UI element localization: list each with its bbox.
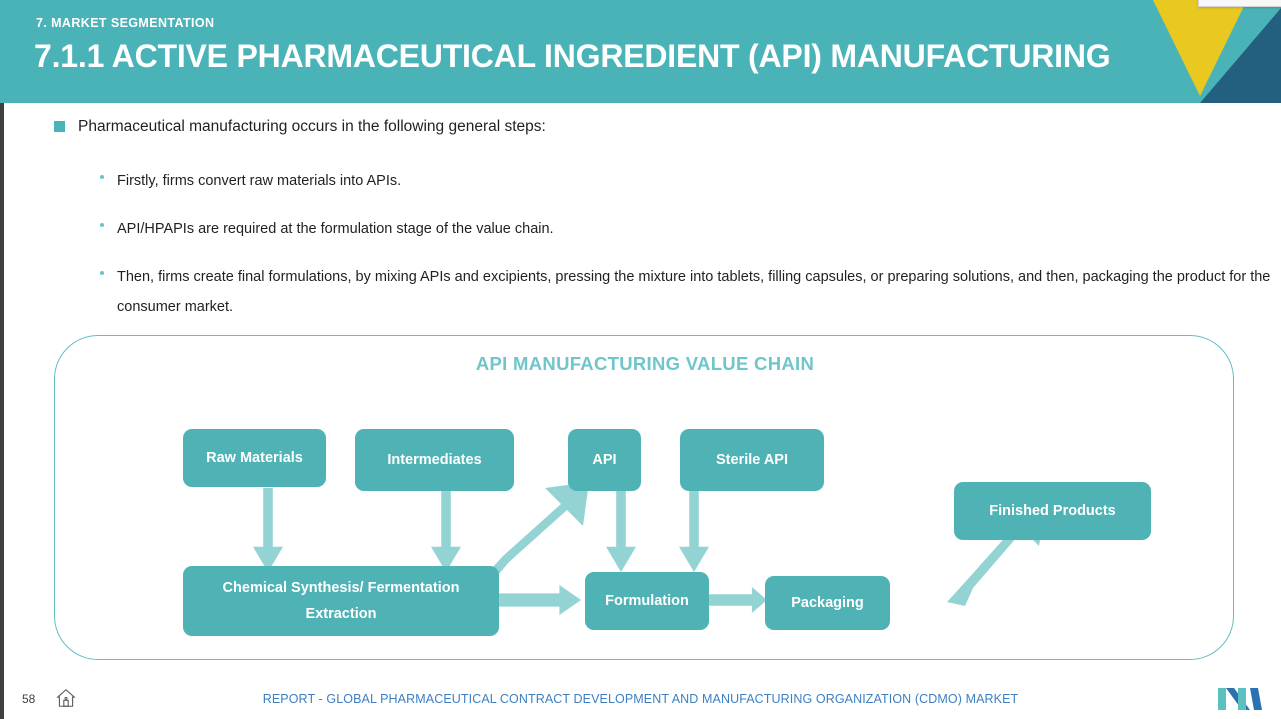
sub-bullet-2-label: API/HPAPIs are required at the formulati… <box>117 221 554 237</box>
dot-bullet-icon <box>100 271 104 275</box>
node-finished-products[interactable]: Finished Products <box>954 482 1151 540</box>
dot-bullet-icon <box>100 175 104 179</box>
node-formulation-label: Formulation <box>605 593 689 609</box>
home-icon[interactable] <box>55 687 77 709</box>
arrow-formulation-to-packaging <box>709 587 767 613</box>
node-sterile-api-label: Sterile API <box>716 452 788 468</box>
node-chemical-synthesis-label-line1: Chemical Synthesis/ Fermentation <box>222 580 460 596</box>
arrow-intermediates-to-chemical-synthesis <box>431 488 461 572</box>
node-api-label: API <box>592 452 617 468</box>
arrow-raw-materials-to-chemical-synthesis <box>253 488 283 572</box>
page-title: 7.1.1 ACTIVE PHARMACEUTICAL INGREDIENT (… <box>34 38 1111 74</box>
slide-left-edge <box>0 0 4 719</box>
arrow-chemical-synthesis-to-formulation <box>498 585 581 615</box>
page-number: 58 <box>22 692 36 706</box>
arrow-chemical-synthesis-to-api <box>481 482 589 586</box>
section-eyebrow: 7. MARKET SEGMENTATION <box>36 16 215 30</box>
node-packaging[interactable]: Packaging <box>765 576 890 630</box>
company-logo <box>1218 688 1262 710</box>
value-chain-panel: API MANUFACTURING VALUE CHAIN Raw Mate <box>54 335 1234 660</box>
node-sterile-api[interactable]: Sterile API <box>680 429 824 491</box>
node-intermediates-label: Intermediates <box>387 452 482 468</box>
top-right-white-strip <box>1198 0 1281 7</box>
node-raw-materials-label: Raw Materials <box>206 450 303 466</box>
node-formulation[interactable]: Formulation <box>585 572 709 630</box>
dot-bullet-icon <box>100 223 104 227</box>
sub-bullet-1-label: Firstly, firms convert raw materials int… <box>117 173 402 189</box>
sub-bullet-3: Then, firms create final formulations, b… <box>100 262 1275 322</box>
main-bullet-label: Pharmaceutical manufacturing occurs in t… <box>78 118 546 135</box>
slide-header: 7. MARKET SEGMENTATION 7.1.1 ACTIVE PHAR… <box>0 0 1281 103</box>
node-chemical-synthesis[interactable]: Chemical Synthesis/ Fermentation Extract… <box>183 566 499 636</box>
node-api[interactable]: API <box>568 429 641 491</box>
node-raw-materials[interactable]: Raw Materials <box>183 429 326 487</box>
diagram-title: API MANUFACTURING VALUE CHAIN <box>475 353 815 374</box>
footer-report-title: REPORT - GLOBAL PHARMACEUTICAL CONTRACT … <box>262 692 1019 706</box>
arrow-api-to-formulation <box>606 488 636 572</box>
sub-bullet-3-label: Then, firms create final formulations, b… <box>117 269 1271 315</box>
node-packaging-label: Packaging <box>791 595 864 611</box>
node-chemical-synthesis-label-line2: Extraction <box>305 606 377 622</box>
node-intermediates[interactable]: Intermediates <box>355 429 514 491</box>
arrow-sterile-api-to-formulation <box>679 488 709 572</box>
sub-bullet-1: Firstly, firms convert raw materials int… <box>100 166 1275 196</box>
square-bullet-icon <box>54 120 65 132</box>
node-finished-products-label: Finished Products <box>989 503 1116 519</box>
main-bullet: Pharmaceutical manufacturing occurs in t… <box>54 118 1254 136</box>
sub-bullet-2: API/HPAPIs are required at the formulati… <box>100 214 1275 244</box>
